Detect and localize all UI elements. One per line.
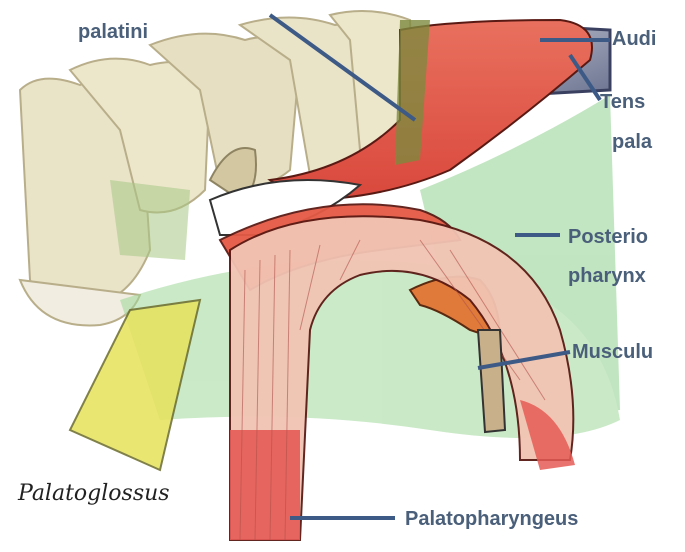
label-palatopharyngeus: Palatopharyngeus xyxy=(405,508,578,530)
label-musculus: Musculu xyxy=(572,341,653,363)
label-auditory: Audi xyxy=(612,28,656,50)
label-palatoglossus: Palatoglossus xyxy=(17,481,170,506)
label-tensor-line2: pala xyxy=(612,131,653,153)
label-posterior-line1: Posterio xyxy=(568,226,648,248)
label-posterior-line2: pharynx xyxy=(568,265,646,287)
label-palatini: palatini xyxy=(78,21,148,43)
label-tensor-line1: Tens xyxy=(600,91,645,113)
